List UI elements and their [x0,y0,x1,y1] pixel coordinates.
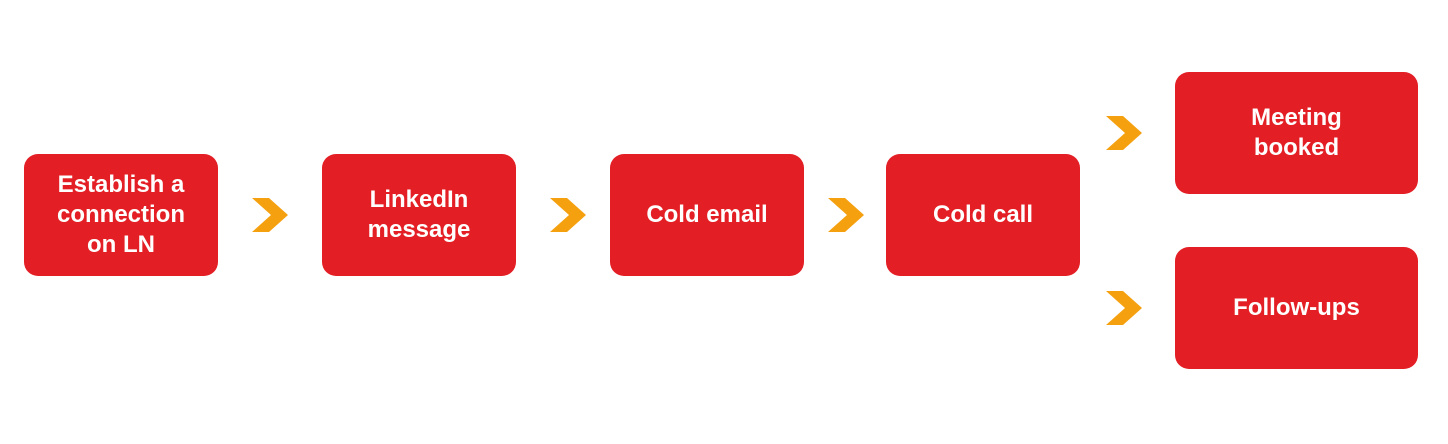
step-linkedin-message: LinkedIn message [322,154,516,276]
step-label-line: Cold call [932,201,1034,228]
step-cold-call: Cold call [886,154,1080,276]
step-label-line: on LN [87,231,155,258]
chevron-right-icon [1106,116,1142,150]
step-label-line: LinkedIn [369,186,469,213]
chevron-right-icon [828,198,864,232]
outcome-label-line: Follow-ups [1233,294,1360,321]
chevron-right-icon [550,198,586,232]
step-cold-email: Cold email [610,154,804,276]
step-label-line: Cold email [646,201,768,228]
outcome-label-line: booked [1253,134,1340,161]
outcome-label-line: Meeting [1251,104,1342,131]
chevron-right-icon [252,198,288,232]
outcome-meeting-booked: Meeting booked [1175,72,1418,194]
step-label-line: Establish a [57,171,185,198]
chevron-right-icon [1106,291,1142,325]
step-label-line: connection [56,201,185,228]
step-establish-connection: Establish a connection on LN [24,154,218,276]
step-label-line: message [367,216,471,243]
outcome-follow-ups: Follow-ups [1175,247,1418,369]
